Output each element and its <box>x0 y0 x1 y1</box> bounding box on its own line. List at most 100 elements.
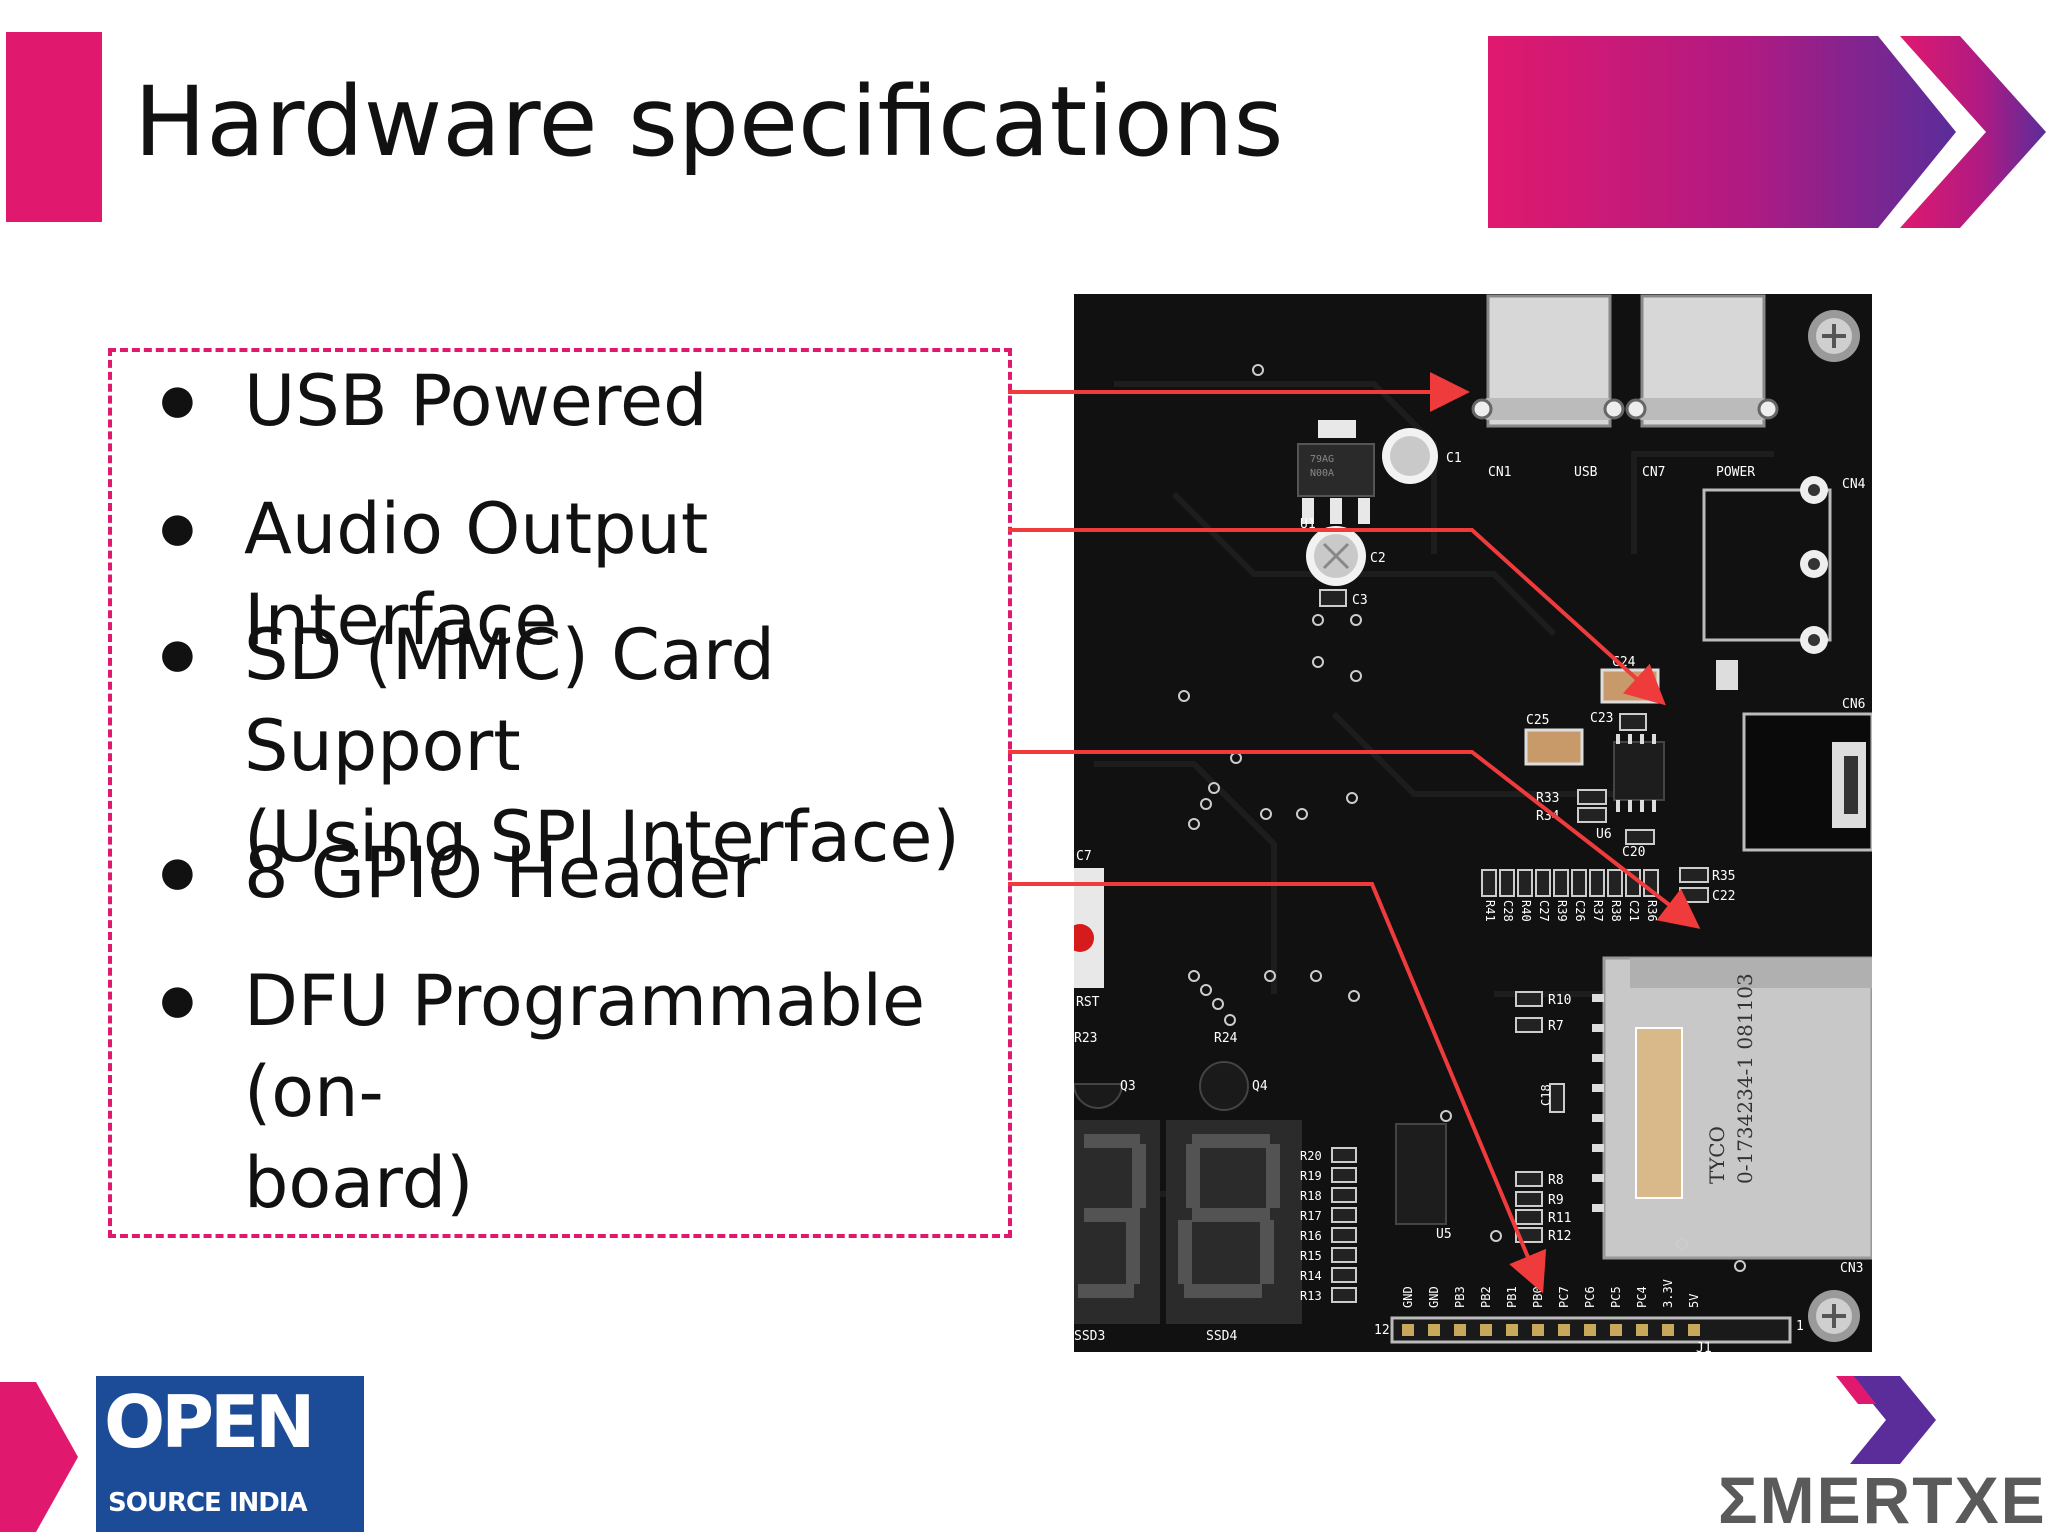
slide-title: Hardware specifications <box>134 66 1284 178</box>
svg-text:SSD4: SSD4 <box>1206 1329 1237 1344</box>
mounting-hole-icon <box>1808 310 1860 362</box>
svg-text:PC6: PC6 <box>1583 1286 1597 1308</box>
svg-text:R34: R34 <box>1536 809 1560 824</box>
svg-text:R35: R35 <box>1712 869 1735 884</box>
bullet-dot-icon: ● <box>160 977 195 1023</box>
svg-text:R41: R41 <box>1483 900 1497 922</box>
svg-text:R14: R14 <box>1300 1269 1322 1283</box>
svg-text:PC5: PC5 <box>1609 1286 1623 1308</box>
svg-text:R8: R8 <box>1548 1173 1564 1188</box>
svg-text:R39: R39 <box>1555 900 1569 922</box>
bullet-item: ● USB Powered <box>160 356 708 447</box>
svg-text:PC4: PC4 <box>1635 1286 1649 1308</box>
svg-text:CN1: CN1 <box>1488 465 1511 480</box>
bullet-text-continued: board) <box>244 1142 474 1224</box>
svg-text:CN4: CN4 <box>1842 477 1866 492</box>
bullet-dot-icon: ● <box>160 505 195 551</box>
svg-text:C23: C23 <box>1590 711 1613 726</box>
svg-text:C3: C3 <box>1352 593 1368 608</box>
bullet-text: DFU Programmable (on- <box>244 960 926 1133</box>
svg-text:C18: C18 <box>1539 1084 1553 1106</box>
svg-text:C26: C26 <box>1573 900 1587 922</box>
svg-text:R33: R33 <box>1536 791 1559 806</box>
svg-text:Q4: Q4 <box>1252 1079 1268 1094</box>
svg-text:PB2: PB2 <box>1479 1286 1493 1308</box>
sd-card-markings: TYCO 0-1734234-1 081103 <box>1705 973 1757 1184</box>
bullet-item: ● 8 GPIO Header <box>160 828 761 919</box>
mounting-hole-icon <box>1808 1290 1860 1342</box>
bullet-text: 8 GPIO Header <box>244 832 761 914</box>
svg-text:C21: C21 <box>1627 900 1641 922</box>
svg-text:C1: C1 <box>1446 451 1462 466</box>
svg-text:PC7: PC7 <box>1557 1286 1571 1308</box>
svg-text:RST: RST <box>1076 995 1100 1010</box>
svg-text:U6: U6 <box>1596 827 1612 842</box>
bullet-text: SD (MMC) Card Support <box>244 614 775 787</box>
svg-text:R24: R24 <box>1214 1031 1238 1046</box>
svg-text:J1: J1 <box>1696 1341 1712 1352</box>
svg-text:C22: C22 <box>1712 889 1735 904</box>
svg-text:POWER: POWER <box>1716 465 1755 480</box>
svg-text:R13: R13 <box>1300 1289 1322 1303</box>
svg-text:3.3V: 3.3V <box>1661 1279 1675 1308</box>
svg-text:TYCO: TYCO <box>1705 1126 1729 1184</box>
svg-text:C27: C27 <box>1537 900 1551 922</box>
svg-text:R20: R20 <box>1300 1149 1322 1163</box>
svg-text:R40: R40 <box>1519 900 1533 922</box>
bullet-item: ● Audio Output Interface <box>160 484 1008 666</box>
pcb-board-image: CN1 USB CN7 POWER CN4 CN6 CN3 U1 C1 C2 C… <box>1074 294 1872 1352</box>
svg-text:Q3: Q3 <box>1120 1079 1136 1094</box>
svg-text:CN6: CN6 <box>1842 697 1865 712</box>
open-source-india-logo: OPEN SOURCE INDIA <box>96 1376 364 1532</box>
svg-text:CN7: CN7 <box>1642 465 1665 480</box>
svg-text:GND: GND <box>1427 1286 1441 1308</box>
bullet-text: Audio Output Interface <box>244 488 709 661</box>
corner-chevron <box>0 1382 78 1532</box>
svg-text:C20: C20 <box>1622 845 1645 860</box>
bullet-item: ● SD (MMC) Card Support (Using SPI Inter… <box>160 610 1008 883</box>
bullet-text-continued: (Using SPI Interface) <box>244 796 960 878</box>
emertxe-logo-mark <box>1836 1376 1936 1464</box>
bullet-dot-icon: ● <box>160 631 195 677</box>
svg-text:R12: R12 <box>1548 1229 1571 1244</box>
svg-text:R11: R11 <box>1548 1211 1571 1226</box>
svg-text:1: 1 <box>1796 1319 1804 1334</box>
svg-text:SSD3: SSD3 <box>1074 1329 1105 1344</box>
usb-connector-cn1 <box>1471 294 1625 428</box>
svg-text:R37: R37 <box>1591 900 1605 922</box>
svg-text:R17: R17 <box>1300 1209 1322 1223</box>
svg-text:R19: R19 <box>1300 1169 1322 1183</box>
bullet-item: ● DFU Programmable (on- board) <box>160 956 1008 1229</box>
usb-connector-cn7 <box>1625 294 1779 428</box>
svg-text:PB3: PB3 <box>1453 1286 1467 1308</box>
gpio-pin-labels: GND GND PB3 PB2 PB1 PB0 PC7 PC6 PC5 PC4 … <box>1401 1279 1701 1308</box>
svg-text:5V: 5V <box>1687 1294 1701 1308</box>
svg-text:R16: R16 <box>1300 1229 1322 1243</box>
svg-text:R36: R36 <box>1645 900 1659 922</box>
svg-text:79AG: 79AG <box>1310 454 1334 465</box>
svg-text:PB1: PB1 <box>1505 1286 1519 1308</box>
svg-text:C24: C24 <box>1612 655 1636 670</box>
svg-text:R23: R23 <box>1074 1031 1097 1046</box>
bullet-list-box: ● USB Powered ● Audio Output Interface ●… <box>108 348 1012 1238</box>
logo-text: OPEN <box>104 1380 315 1464</box>
svg-text:12: 12 <box>1374 1323 1390 1338</box>
svg-text:CN3: CN3 <box>1840 1261 1863 1276</box>
svg-text:U5: U5 <box>1436 1227 1452 1242</box>
svg-text:R9: R9 <box>1548 1193 1564 1208</box>
chevron-banner <box>1488 36 2046 228</box>
svg-text:R7: R7 <box>1548 1019 1564 1034</box>
svg-text:PB0: PB0 <box>1531 1286 1545 1308</box>
bullet-text: USB Powered <box>244 360 708 442</box>
svg-text:U1: U1 <box>1300 517 1316 532</box>
svg-text:C2: C2 <box>1370 551 1386 566</box>
svg-text:C28: C28 <box>1501 900 1515 922</box>
svg-text:0-1734234-1 081103: 0-1734234-1 081103 <box>1733 973 1757 1184</box>
logo-text: SOURCE INDIA <box>108 1488 308 1518</box>
svg-text:USB: USB <box>1574 465 1598 480</box>
svg-text:GND: GND <box>1401 1286 1415 1308</box>
sd-card-slot <box>1592 956 1872 1260</box>
svg-text:R10: R10 <box>1548 993 1571 1008</box>
svg-text:C7: C7 <box>1076 849 1092 864</box>
bullet-dot-icon: ● <box>160 377 195 423</box>
